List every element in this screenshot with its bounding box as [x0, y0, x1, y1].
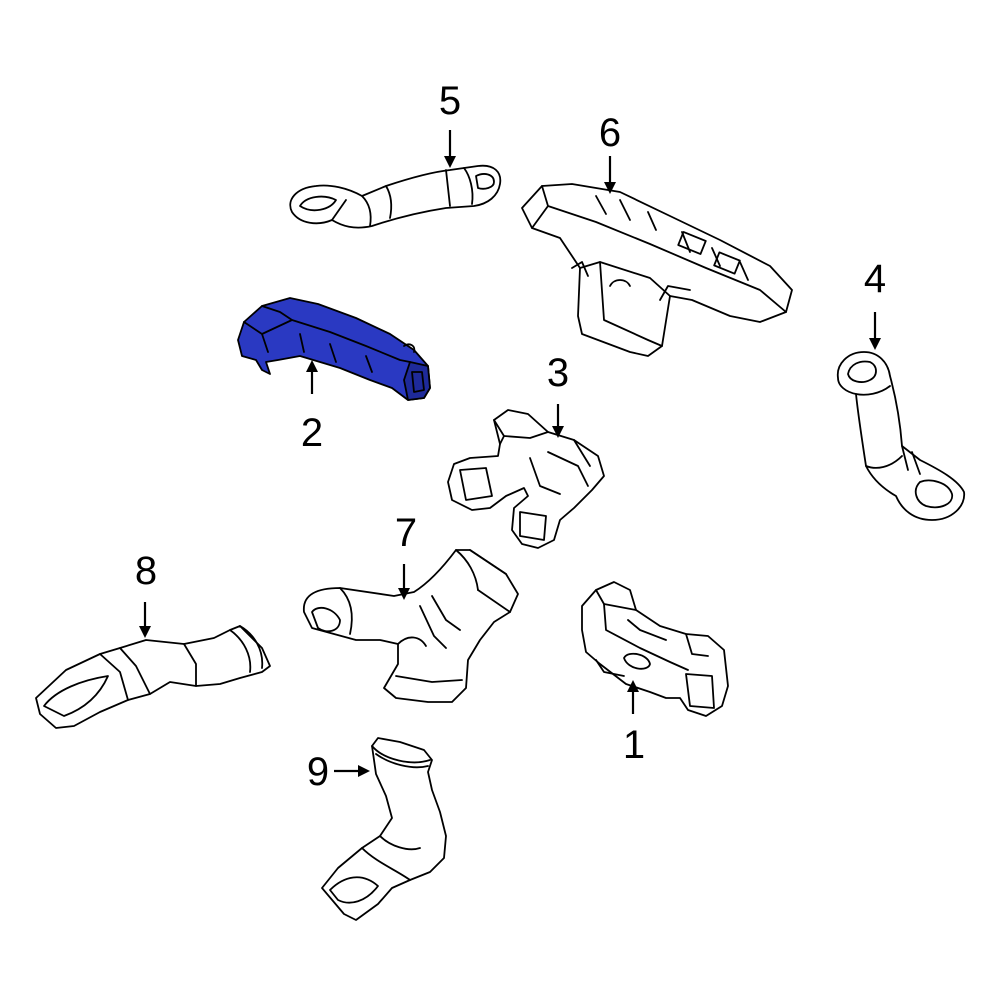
- callout-label-5: 5: [439, 79, 461, 123]
- callout-label-6: 6: [599, 111, 621, 155]
- callout-label-2: 2: [301, 411, 323, 455]
- part-1-duct[interactable]: [581, 581, 729, 717]
- callout-label-7: 7: [395, 511, 417, 555]
- callout-label-9: 9: [307, 750, 329, 794]
- callout-labels: 5 6 4 2 3 7 8 1 9: [135, 79, 886, 794]
- callout-label-3: 3: [547, 351, 569, 395]
- part-3-junction[interactable]: [447, 409, 605, 549]
- part-9-duct[interactable]: [321, 737, 447, 921]
- part-4-duct[interactable]: [836, 351, 965, 521]
- part-7-duct[interactable]: [303, 549, 519, 703]
- part-8-duct[interactable]: [35, 625, 271, 729]
- callout-arrows: [139, 130, 881, 777]
- callout-label-4: 4: [864, 257, 886, 301]
- callout-label-1: 1: [623, 723, 645, 767]
- part-2-duct-highlighted[interactable]: [237, 297, 431, 401]
- part-5-duct[interactable]: [289, 164, 502, 229]
- part-6-bracket[interactable]: [521, 183, 793, 357]
- callout-label-8: 8: [135, 549, 157, 593]
